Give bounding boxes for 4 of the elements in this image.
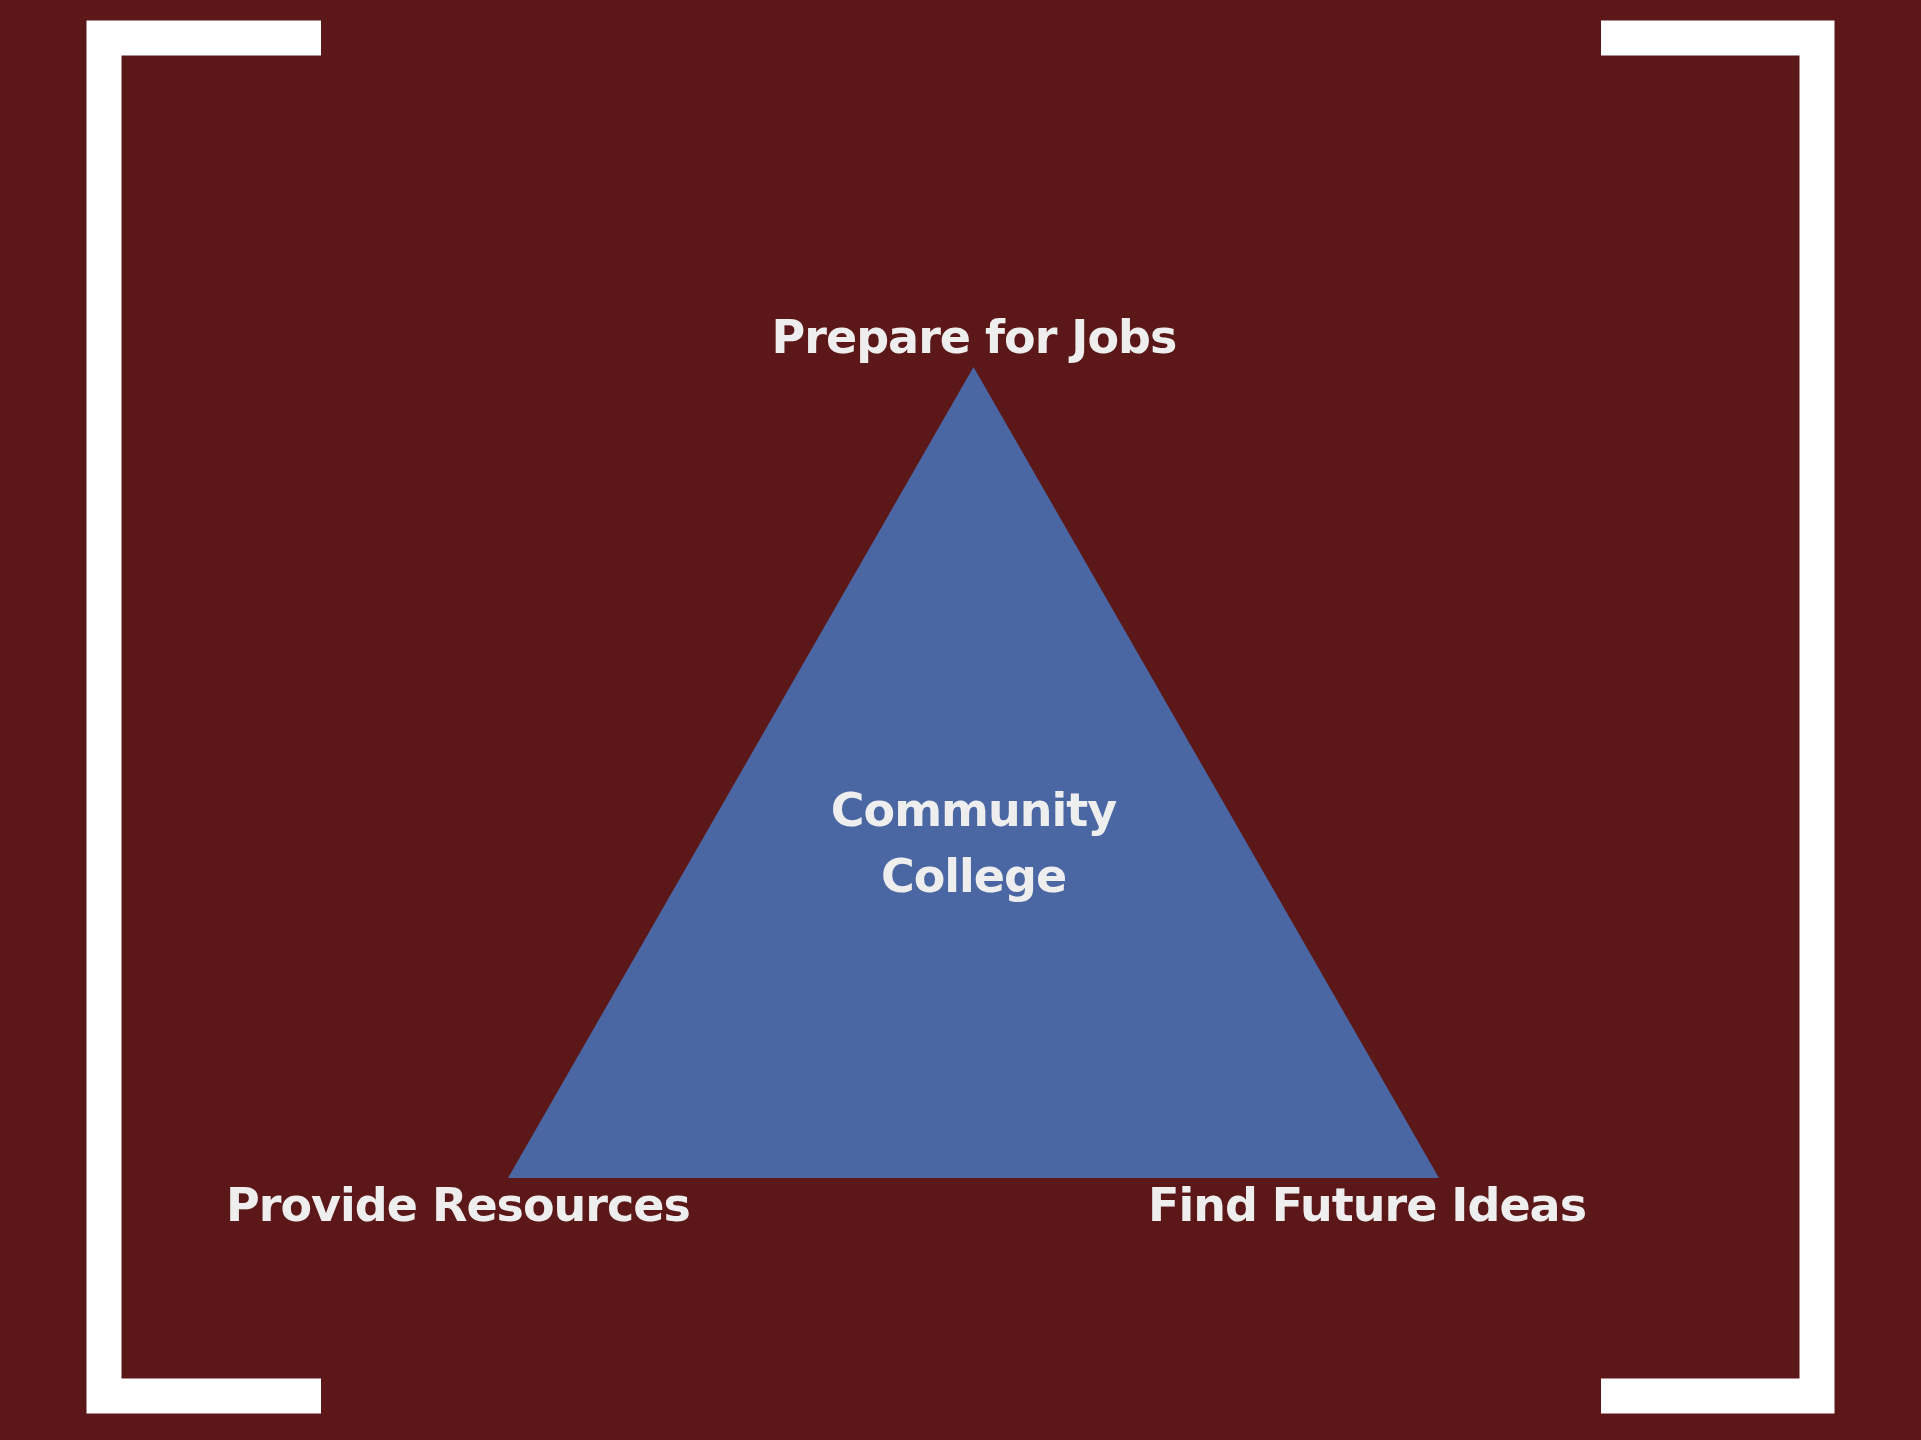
vertex-label: Provide Resources — [226, 1178, 690, 1232]
vertex-label: Prepare for Jobs — [771, 310, 1177, 364]
vertex-label: Find Future Ideas — [1147, 1178, 1587, 1232]
triangle-label: Community College — [829, 782, 1118, 905]
